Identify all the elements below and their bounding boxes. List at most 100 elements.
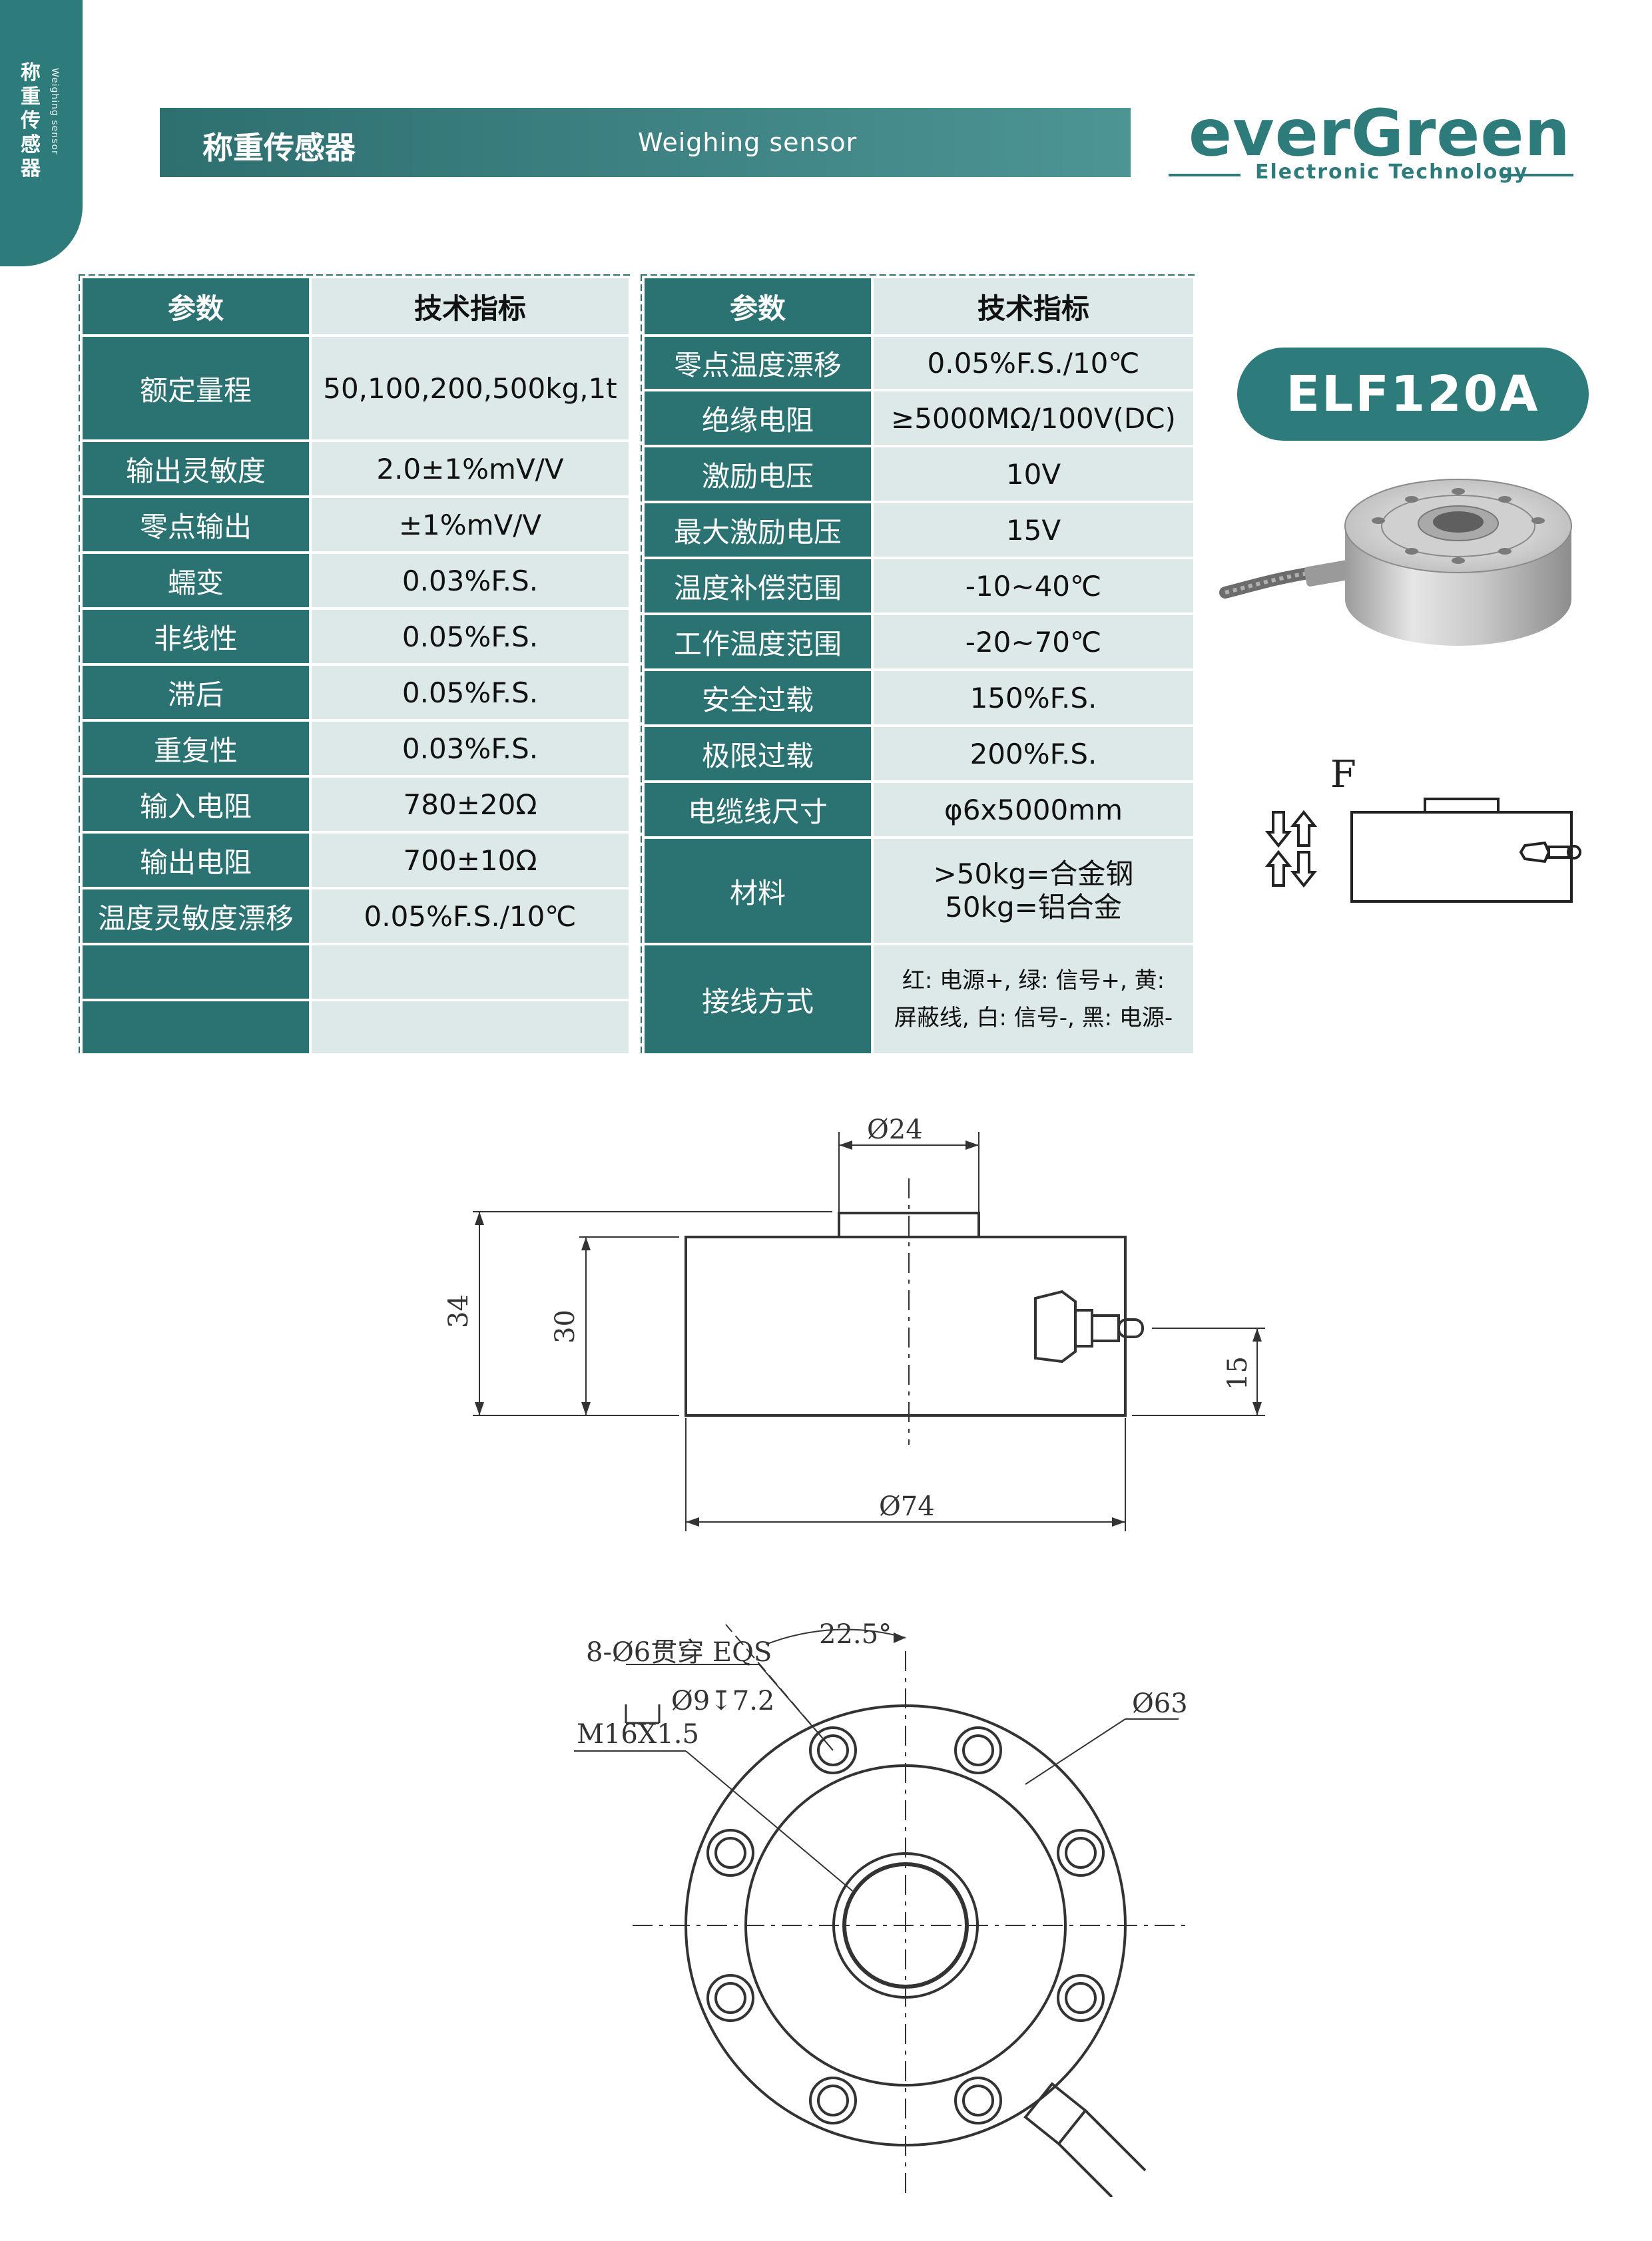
param-value: 50,100,200,500kg,1t: [309, 334, 631, 442]
table-row: 零点输出 ±1%mV/V: [80, 495, 631, 554]
param-label: 输出电阻: [80, 831, 312, 889]
param-value: [309, 999, 631, 1056]
side-tab-title: 称重传感器: [21, 61, 41, 180]
header-param: 参数: [80, 276, 312, 337]
side-tab-subtitle: Weighing sensor: [49, 68, 60, 155]
table-row: 重复性 0.03%F.S.: [80, 719, 631, 778]
param-value: -20~70℃: [871, 613, 1196, 671]
table-row: 绝缘电阻 ≥5000MΩ/100V(DC): [642, 389, 1196, 447]
body-height-label: 30: [550, 1310, 581, 1344]
param-label: 接线方式: [642, 943, 874, 1056]
table-row: 极限过载 200%F.S.: [642, 724, 1196, 783]
arrow-icons: [1264, 810, 1318, 888]
banner-title-en: Weighing sensor: [638, 128, 858, 157]
param-value: 10V: [871, 445, 1196, 503]
table-row: 温度补偿范围 -10~40℃: [642, 557, 1196, 615]
force-diagram: F: [1264, 753, 1581, 903]
param-label: 电缆线尺寸: [642, 780, 874, 839]
param-value: ±1%mV/V: [309, 495, 631, 554]
param-value: >50kg=合金钢 50kg=铝合金: [871, 836, 1196, 945]
banner-title-cn: 称重传感器: [202, 130, 356, 166]
table-header-row: 参数 技术指标: [80, 276, 631, 337]
body-diameter-label: Ø74: [879, 1491, 935, 1522]
param-label: 额定量程: [80, 334, 312, 442]
param-label: 输入电阻: [80, 775, 312, 834]
param-label: [80, 943, 312, 1001]
force-label: F: [1330, 753, 1356, 796]
param-value: 15V: [871, 501, 1196, 559]
side-view-drawing: Ø24 34 30 15 Ø74: [443, 1115, 1265, 1531]
header-banner: 称重传感器 Weighing sensor: [160, 108, 1131, 177]
table-row: 蠕变 0.03%F.S.: [80, 551, 631, 610]
table-row: 温度灵敏度漂移 0.05%F.S./10℃: [80, 887, 631, 945]
top-view-drawing: 8-Ø6贯穿 EQS Ø9↧7.2 M16X1.5 22.5° Ø63: [574, 1619, 1188, 2197]
logo-rule-left: [1169, 174, 1240, 176]
table-row: 输出灵敏度 2.0±1%mV/V: [80, 439, 631, 498]
thread-label: M16X1.5: [577, 1719, 699, 1750]
param-value: 0.03%F.S.: [309, 719, 631, 778]
counterbore-spec-label: Ø9↧7.2: [671, 1686, 774, 1716]
table-row: 最大激励电压 15V: [642, 501, 1196, 559]
param-label: 温度灵敏度漂移: [80, 887, 312, 945]
top-diameter-label: Ø24: [867, 1115, 923, 1145]
table-row: 滞后 0.05%F.S.: [80, 663, 631, 722]
logo-tagline: Electronic Technology: [1255, 160, 1529, 184]
table-row: [80, 943, 631, 1001]
param-label: 安全过载: [642, 668, 874, 727]
header-param: 参数: [642, 276, 874, 337]
table-row: [80, 999, 631, 1056]
param-value: 0.05%F.S./10℃: [871, 334, 1196, 391]
param-label: 激励电压: [642, 445, 874, 503]
cable-icon: [1023, 2082, 1147, 2197]
left-spec-table: 参数 技术指标 额定量程 50,100,200,500kg,1t 输出灵敏度 2…: [80, 276, 631, 1056]
pcd-label: Ø63: [1132, 1688, 1188, 1719]
param-value-line: 屏蔽线, 白: 信号-, 黑: 电源-: [894, 1005, 1173, 1031]
company-logo: everGreen Electronic Technology: [1169, 97, 1581, 190]
table-header-row: 参数 技术指标: [642, 276, 1196, 337]
side-tab: [0, 0, 83, 266]
param-label: 非线性: [80, 607, 312, 666]
param-label: 工作温度范围: [642, 613, 874, 671]
header-spec: 技术指标: [871, 276, 1196, 337]
param-value: φ6x5000mm: [871, 780, 1196, 839]
param-value: [309, 943, 631, 1001]
param-label: 输出灵敏度: [80, 439, 312, 498]
param-value-line: 红: 电源+, 绿: 信号+, 黄:: [902, 967, 1165, 994]
param-label: [80, 999, 312, 1056]
table-row: 非线性 0.05%F.S.: [80, 607, 631, 666]
param-value: 红: 电源+, 绿: 信号+, 黄: 屏蔽线, 白: 信号-, 黑: 电源-: [871, 943, 1196, 1056]
model-badge: ELF120A: [1237, 348, 1589, 441]
param-value-line: >50kg=合金钢: [933, 858, 1134, 890]
product-photo: [1219, 479, 1572, 646]
param-label: 温度补偿范围: [642, 557, 874, 615]
param-label: 滞后: [80, 663, 312, 722]
bolt-hole-icons: [706, 1726, 1105, 2124]
param-value: 0.05%F.S.: [309, 607, 631, 666]
table-row: 电缆线尺寸 φ6x5000mm: [642, 780, 1196, 839]
table-row: 零点温度漂移 0.05%F.S./10℃: [642, 334, 1196, 391]
param-label: 零点输出: [80, 495, 312, 554]
param-value: 780±20Ω: [309, 775, 631, 834]
header-spec: 技术指标: [309, 276, 631, 337]
param-value: 0.05%F.S.: [309, 663, 631, 722]
table-row: 材料 >50kg=合金钢 50kg=铝合金: [642, 836, 1196, 945]
param-label: 极限过载: [642, 724, 874, 783]
param-value: 2.0±1%mV/V: [309, 439, 631, 498]
param-label: 重复性: [80, 719, 312, 778]
param-value: 0.05%F.S./10℃: [309, 887, 631, 945]
param-label: 零点温度漂移: [642, 334, 874, 391]
connector-icon: [1034, 1290, 1144, 1364]
table-row: 激励电压 10V: [642, 445, 1196, 503]
param-value: 200%F.S.: [871, 724, 1196, 783]
table-row: 安全过载 150%F.S.: [642, 668, 1196, 727]
total-height-label: 34: [443, 1294, 474, 1328]
logo-rule-right: [1502, 174, 1573, 176]
param-value: 0.03%F.S.: [309, 551, 631, 610]
param-value: 700±10Ω: [309, 831, 631, 889]
param-label: 绝缘电阻: [642, 389, 874, 447]
table-row: 输入电阻 780±20Ω: [80, 775, 631, 834]
param-label: 材料: [642, 836, 874, 945]
param-value-line: 50kg=铝合金: [945, 891, 1122, 923]
cable-height-label: 15: [1223, 1356, 1253, 1390]
param-label: 蠕变: [80, 551, 312, 610]
